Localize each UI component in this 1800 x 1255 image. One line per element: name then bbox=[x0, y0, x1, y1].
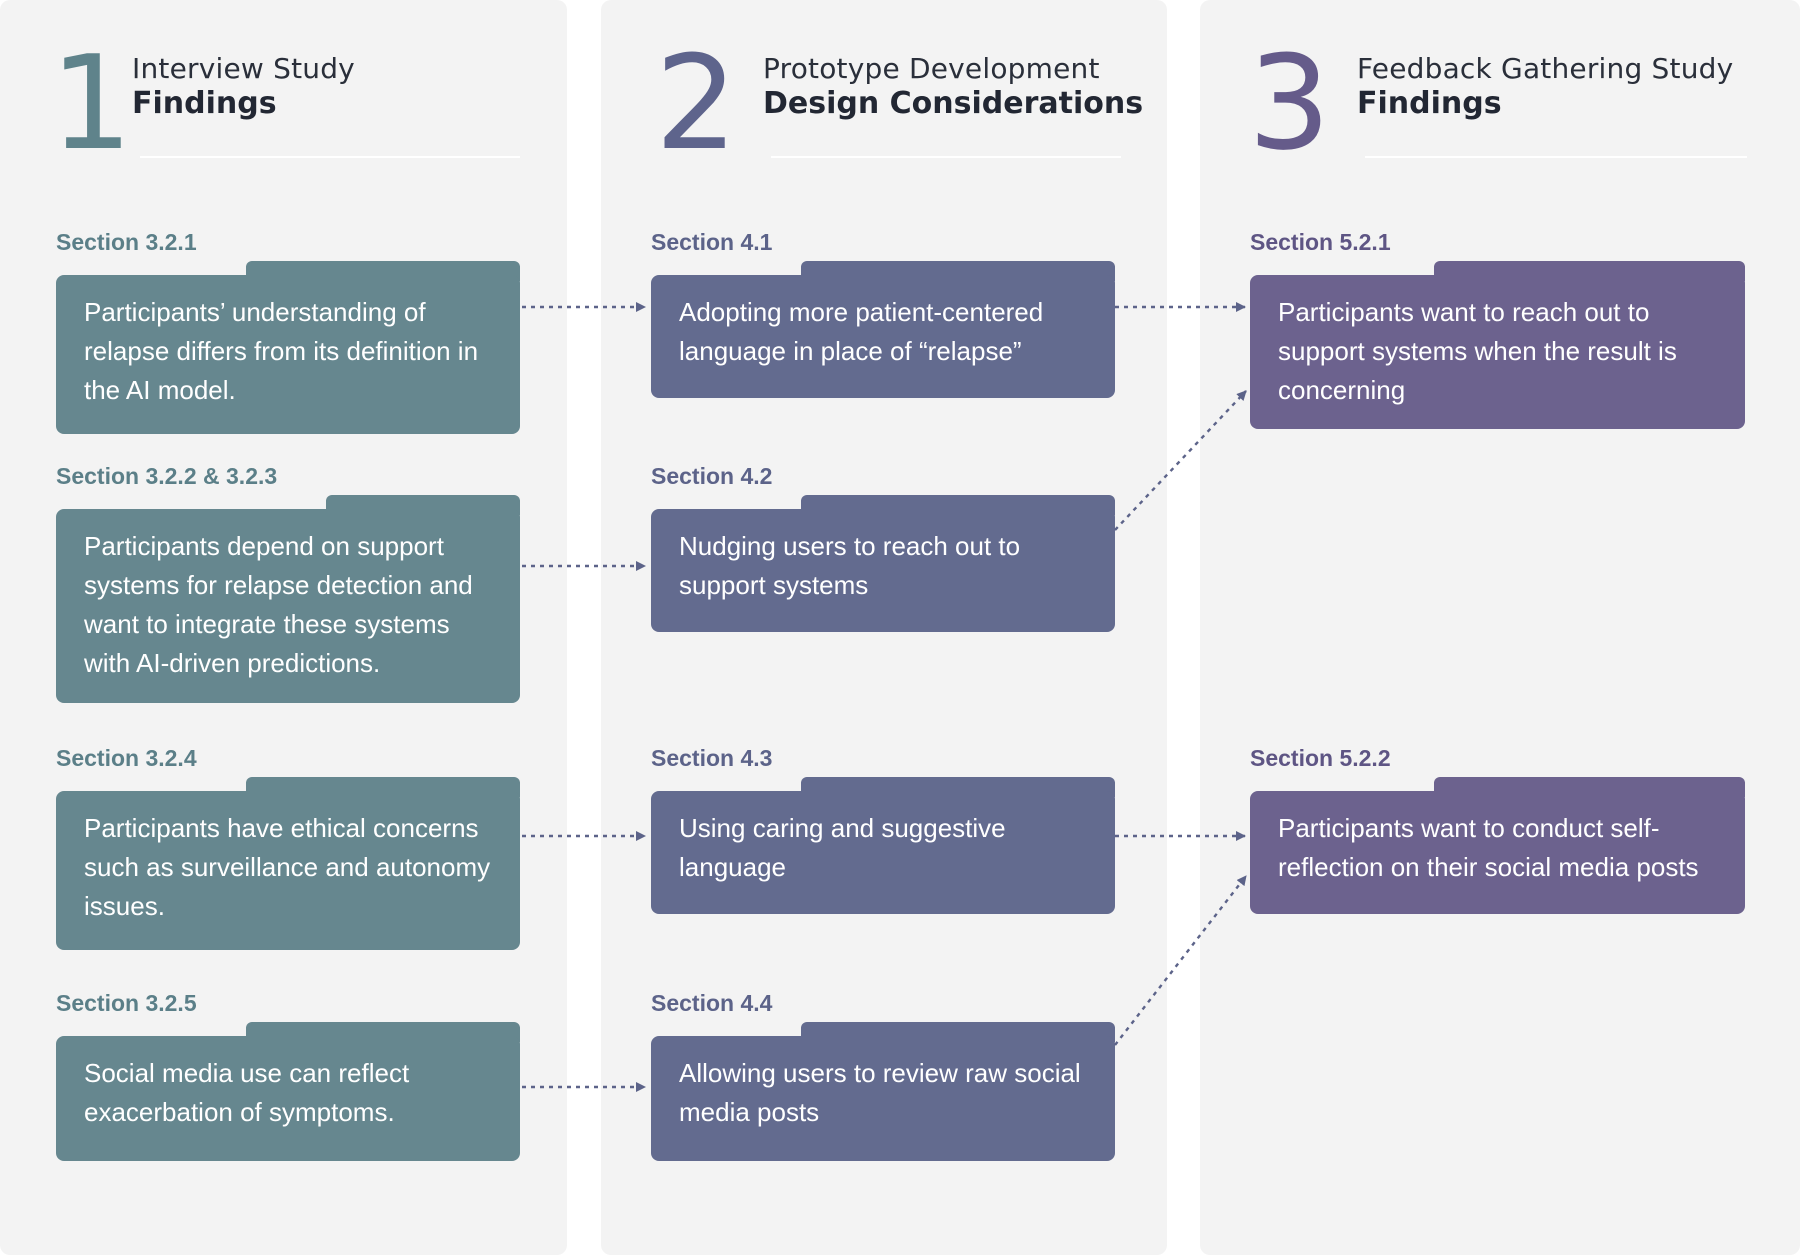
header-divider bbox=[771, 156, 1121, 158]
card-body: Allowing users to review raw social medi… bbox=[651, 1036, 1115, 1161]
card-body: Nudging users to reach out to support sy… bbox=[651, 509, 1115, 632]
card-body: Using caring and suggestive language bbox=[651, 791, 1115, 914]
section-label: Section 5.2.1 bbox=[1250, 229, 1391, 255]
step-number: 2 bbox=[655, 27, 738, 179]
design-card: Section 4.3 Using caring and suggestive … bbox=[651, 745, 1115, 914]
section-label: Section 4.4 bbox=[651, 990, 773, 1016]
column-title: Design Considerations bbox=[763, 86, 1144, 121]
column-subtitle: Prototype Development bbox=[763, 52, 1100, 85]
column-feedback-study: 3 Feedback Gathering Study Findings Sect… bbox=[1200, 0, 1800, 1255]
feedback-card: Section 5.2.1 Participants want to reach… bbox=[1250, 229, 1745, 429]
column-subtitle: Feedback Gathering Study bbox=[1357, 52, 1734, 85]
header-divider bbox=[1365, 156, 1747, 158]
section-label: Section 3.2.5 bbox=[56, 990, 197, 1016]
section-label: Section 5.2.2 bbox=[1250, 745, 1391, 771]
column-subtitle: Interview Study bbox=[132, 52, 355, 85]
finding-card: Section 3.2.5 Social media use can refle… bbox=[56, 990, 520, 1161]
finding-card: Section 3.2.1 Participants’ understandin… bbox=[56, 229, 520, 434]
section-label: Section 4.2 bbox=[651, 463, 773, 489]
design-card: Section 4.1 Adopting more patient-center… bbox=[651, 229, 1115, 398]
card-body: Participants have ethical concerns such … bbox=[56, 791, 520, 950]
column-title: Findings bbox=[1357, 86, 1502, 121]
design-card: Section 4.2 Nudging users to reach out t… bbox=[651, 463, 1115, 632]
section-label: Section 3.2.4 bbox=[56, 745, 197, 771]
design-card: Section 4.4 Allowing users to review raw… bbox=[651, 990, 1115, 1161]
card-body: Adopting more patient-centered language … bbox=[651, 275, 1115, 398]
feedback-card: Section 5.2.2 Participants want to condu… bbox=[1250, 745, 1745, 914]
card-body: Social media use can reflect exacerbatio… bbox=[56, 1036, 520, 1161]
column-header: 1 Interview Study Findings bbox=[0, 38, 567, 168]
section-label: Section 4.1 bbox=[651, 229, 773, 255]
section-label: Section 4.3 bbox=[651, 745, 773, 771]
finding-card: Section 3.2.4 Participants have ethical … bbox=[56, 745, 520, 950]
section-label: Section 3.2.1 bbox=[56, 229, 197, 255]
step-number: 3 bbox=[1248, 27, 1331, 179]
column-header: 2 Prototype Development Design Considera… bbox=[601, 38, 1167, 168]
card-body: Participants want to reach out to suppor… bbox=[1250, 275, 1745, 429]
card-body: Participants want to conduct self-reflec… bbox=[1250, 791, 1745, 914]
card-body: Participants depend on support systems f… bbox=[56, 509, 520, 703]
section-label: Section 3.2.2 & 3.2.3 bbox=[56, 463, 278, 489]
card-body: Participants’ understanding of relapse d… bbox=[56, 275, 520, 434]
column-header: 3 Feedback Gathering Study Findings bbox=[1200, 38, 1800, 168]
step-number: 1 bbox=[50, 27, 133, 179]
finding-card: Section 3.2.2 & 3.2.3 Participants depen… bbox=[56, 463, 520, 703]
header-divider bbox=[140, 156, 520, 158]
column-interview-study: 1 Interview Study Findings Section 3.2.1… bbox=[0, 0, 567, 1255]
column-title: Findings bbox=[132, 86, 277, 121]
column-prototype-development: 2 Prototype Development Design Considera… bbox=[601, 0, 1167, 1255]
